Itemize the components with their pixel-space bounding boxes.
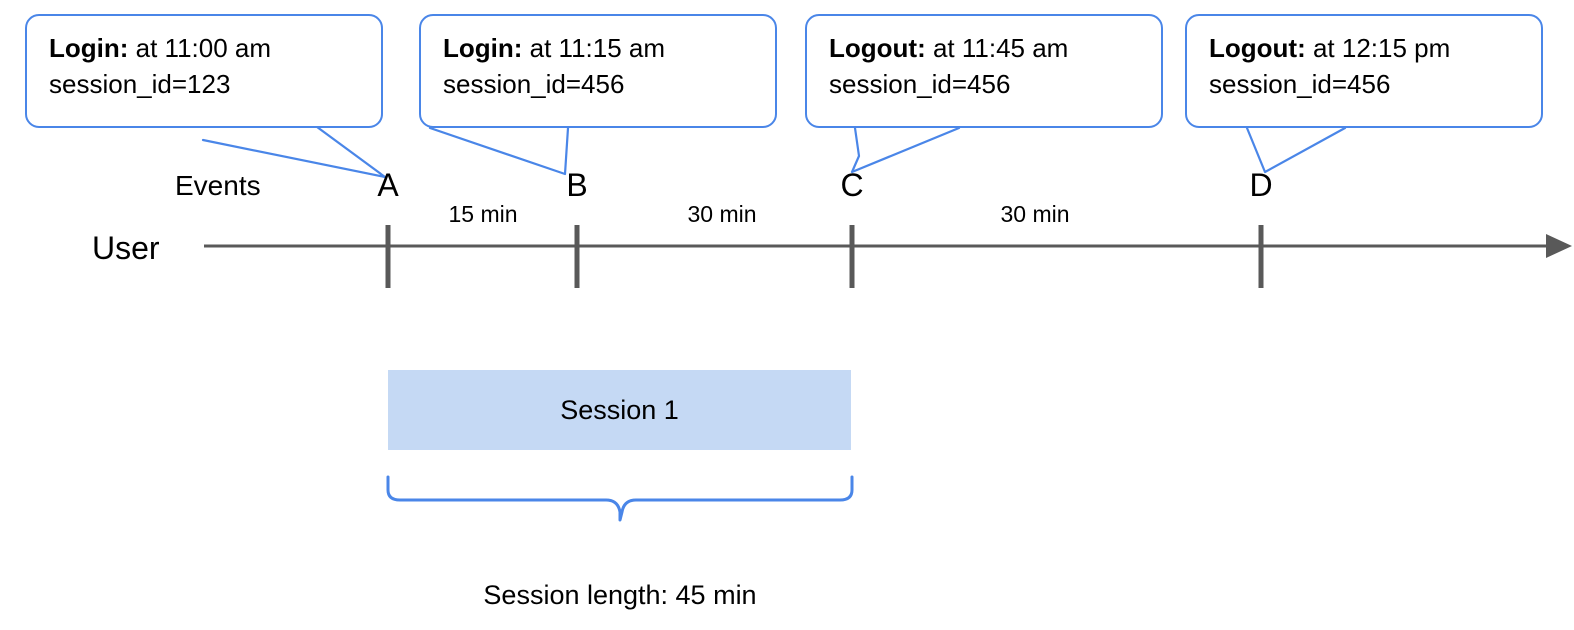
callout-tail-a	[196, 122, 387, 179]
callout-lead: Logout:	[1209, 33, 1306, 63]
timeline-axis	[204, 234, 1572, 258]
callout-lead: Login:	[49, 33, 129, 63]
callout-tail-b	[428, 126, 570, 176]
callout-tail-d	[1245, 126, 1347, 174]
event-letter-b: B	[566, 167, 588, 203]
callout-line-primary: Logout: at 12:15 pm	[1209, 30, 1521, 66]
callout-tail-c	[850, 126, 961, 174]
session-bar-session-1[interactable]: Session 1	[388, 370, 851, 450]
callout-line-primary: Login: at 11:15 am	[443, 30, 755, 66]
interval-label-b-c: 30 min	[687, 201, 757, 227]
interval-label-a-b: 15 min	[448, 201, 518, 227]
session-length-caption: Session length: 45 min	[483, 580, 757, 610]
callout-line-detail: session_id=456	[443, 69, 625, 99]
callout-line-detail: session_id=456	[1209, 69, 1391, 99]
callout-line-detail: session_id=123	[49, 69, 231, 99]
callout-logout-c[interactable]: Logout: at 11:45 am session_id=456	[805, 14, 1163, 128]
callout-time: at 12:15 pm	[1305, 33, 1451, 63]
session-span-brace	[386, 475, 854, 522]
callout-login-b[interactable]: Login: at 11:15 am session_id=456	[419, 14, 777, 128]
session-bar-label: Session 1	[560, 394, 679, 425]
callout-time: at 11:45 am	[925, 33, 1069, 63]
event-letter-d: D	[1249, 167, 1273, 203]
event-letter-c: C	[840, 167, 864, 203]
callout-line-primary: Login: at 11:00 am	[49, 30, 361, 66]
events-row-label: Events	[175, 170, 261, 201]
callout-lead: Login:	[443, 33, 523, 63]
callout-line-primary: Logout: at 11:45 am	[829, 30, 1141, 66]
callout-login-a[interactable]: Login: at 11:00 am session_id=123	[25, 14, 383, 128]
callout-time: at 11:15 am	[522, 33, 666, 63]
callout-logout-d[interactable]: Logout: at 12:15 pm session_id=456	[1185, 14, 1543, 128]
callout-lead: Logout:	[829, 33, 926, 63]
event-letter-a: A	[377, 167, 399, 203]
callout-line-detail: session_id=456	[829, 69, 1011, 99]
callout-time: at 11:00 am	[128, 33, 272, 63]
user-row-label: User	[92, 230, 160, 266]
interval-label-c-d: 30 min	[1000, 201, 1070, 227]
